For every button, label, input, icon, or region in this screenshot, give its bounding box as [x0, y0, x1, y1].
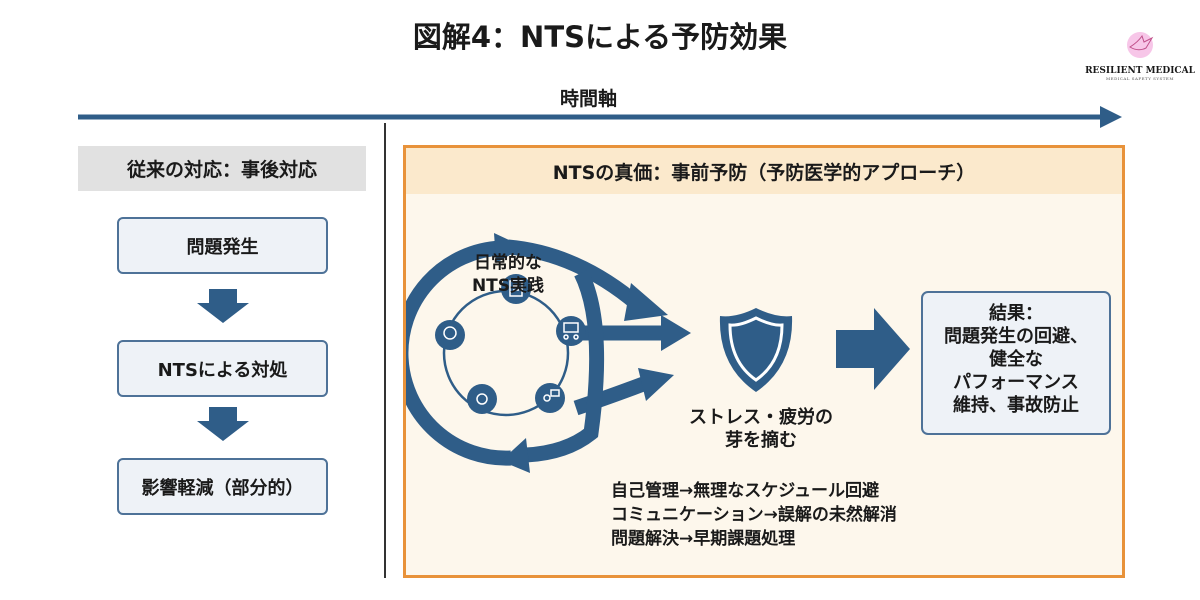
- cycle-label-line2: NTS実践: [471, 276, 545, 296]
- logo-name: RESILIENT MEDICAL: [1085, 66, 1195, 76]
- result-line: 問題発生の回避、: [944, 326, 1088, 347]
- page-title: 図解4：NTSによる予防効果: [412, 20, 788, 54]
- preventive-header: NTSの真価：事前予防（予防医学的アプローチ）: [406, 148, 1122, 194]
- down-arrow-icon: [197, 289, 249, 323]
- nts-cycle-diagram: [406, 233, 691, 473]
- example-item: 自己管理→無理なスケジュール回避: [611, 481, 880, 501]
- preventive-panel: NTSの真価：事前予防（予防医学的アプローチ） 日常的な NTS実践 ストレス・…: [403, 145, 1125, 578]
- right-arrow-icon: [836, 308, 910, 390]
- divider: [384, 123, 386, 578]
- result-line: 維持、事故防止: [953, 395, 1079, 416]
- step-problem: 問題発生: [117, 217, 328, 274]
- dove-icon: [1127, 32, 1154, 58]
- logo: RESILIENT MEDICAL MEDICAL SAFETY SYSTEM: [1085, 30, 1195, 81]
- result-line: 結果：: [989, 303, 1043, 324]
- timeline-arrow: [78, 106, 1122, 128]
- result-line: 健全な: [989, 349, 1043, 370]
- timeline-label: 時間軸: [560, 88, 618, 110]
- stress-text: ストレス・疲労の 芽を摘む: [676, 406, 846, 452]
- logo-subtitle: MEDICAL SAFETY SYSTEM: [1106, 76, 1174, 81]
- cycle-label-line1: 日常的な: [474, 253, 542, 273]
- result-line: パフォーマンス: [953, 372, 1079, 393]
- cycle-label: 日常的な NTS実践: [458, 252, 558, 298]
- stress-line1: ストレス・疲労の: [689, 407, 833, 428]
- meeting-icon: [556, 316, 586, 346]
- reactive-header: 従来の対応：事後対応: [78, 146, 366, 191]
- examples-list: 自己管理→無理なスケジュール回避 コミュニケーション→誤解の未然解消 問題解決→…: [611, 479, 897, 551]
- step-nts-response: NTSによる対処: [117, 340, 328, 397]
- stress-line2: 芽を摘む: [725, 430, 797, 451]
- checklist-icon: [501, 274, 531, 304]
- step-mitigation: 影響軽減（部分的）: [117, 458, 328, 515]
- shield-icon: [719, 308, 793, 392]
- result-box: 結果： 問題発生の回避、 健全な パフォーマンス 維持、事故防止: [921, 291, 1111, 435]
- gear-network-icon: [467, 384, 497, 414]
- down-arrow-icon: [197, 407, 249, 441]
- example-item: コミュニケーション→誤解の未然解消: [611, 505, 897, 525]
- example-item: 問題解決→早期課題処理: [611, 529, 796, 549]
- brain-head-icon: [435, 320, 465, 350]
